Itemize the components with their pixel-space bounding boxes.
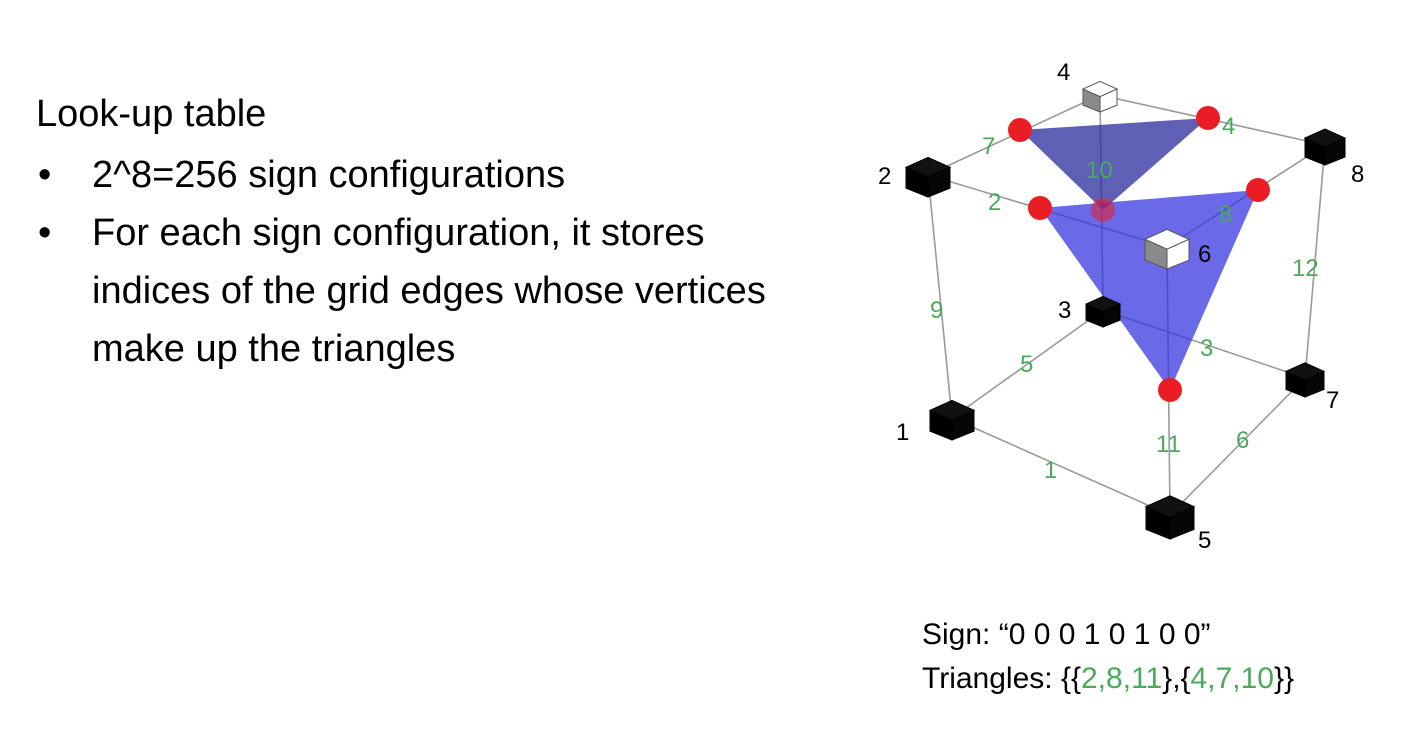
edge-label-1: 1 bbox=[1044, 457, 1057, 484]
corner-cube-6 bbox=[1143, 228, 1191, 270]
edge-label-11: 11 bbox=[1156, 431, 1181, 458]
bullet-text: 2^8=256 sign configurations bbox=[92, 154, 566, 196]
corner-cube-8 bbox=[1303, 128, 1347, 166]
corner-cube-face bbox=[927, 166, 951, 198]
edge-label-5: 5 bbox=[1020, 351, 1033, 378]
triangle-2-edges: 4,7,10 bbox=[1190, 662, 1274, 695]
triangles-caption-suffix: }} bbox=[1273, 662, 1295, 695]
bullet-item: • 2^8=256 sign configurations bbox=[36, 146, 796, 204]
edge-label-7: 7 bbox=[982, 133, 995, 160]
corner-label-4: 4 bbox=[1057, 59, 1070, 86]
corner-cubes bbox=[904, 80, 1347, 540]
corner-label-2: 2 bbox=[878, 163, 891, 190]
edge-label-9: 9 bbox=[930, 297, 943, 324]
corner-cube-7 bbox=[1284, 362, 1326, 398]
triangle-4-7-10 bbox=[1020, 118, 1208, 210]
corner-cube-3 bbox=[1084, 295, 1122, 328]
cube-edge-6 bbox=[1169, 377, 1306, 516]
corner-label-8: 8 bbox=[1351, 161, 1364, 188]
bullet-dot-icon: • bbox=[38, 212, 52, 254]
slide-heading: Look-up table bbox=[36, 93, 267, 135]
edge-label-10: 10 bbox=[1086, 157, 1113, 184]
corner-label-6: 6 bbox=[1198, 241, 1211, 268]
edge-labels: 1 2 3 4 5 6 7 8 9 10 11 12 bbox=[930, 113, 1319, 484]
cube-edge-5 bbox=[951, 309, 1104, 419]
triangles-caption: Triangles: {{2,8,11},{4,7,10}} bbox=[922, 661, 1294, 697]
corner-cube-face bbox=[1166, 238, 1190, 270]
edge-label-8: 8 bbox=[1219, 201, 1232, 228]
triangles-caption-prefix: Triangles: {{ bbox=[922, 662, 1081, 695]
sign-caption-prefix: Sign: bbox=[922, 618, 999, 651]
bullet-text: For each sign configuration, it stores i… bbox=[92, 212, 766, 370]
edge-label-12: 12 bbox=[1292, 255, 1319, 282]
text-block: Look-up table • 2^8=256 sign configuratio… bbox=[36, 88, 796, 378]
intersection-point-edge-4 bbox=[1196, 106, 1220, 130]
intersection-point-edge-8 bbox=[1246, 178, 1270, 202]
corner-label-1: 1 bbox=[896, 419, 909, 446]
sign-caption-value: “0 0 0 1 0 1 0 0” bbox=[998, 618, 1211, 651]
triangles-caption-separator: },{ bbox=[1162, 662, 1191, 695]
intersection-point-edge-11 bbox=[1158, 378, 1182, 402]
corner-cube-face bbox=[1099, 88, 1118, 113]
corner-cube-1 bbox=[928, 399, 976, 441]
bullet-dot-icon: • bbox=[38, 154, 52, 196]
corner-cube-2 bbox=[904, 156, 952, 198]
bullet-item: • For each sign configuration, it stores … bbox=[36, 204, 796, 378]
corner-cube-face bbox=[1324, 137, 1346, 166]
triangle-1-edges: 2,8,11 bbox=[1080, 662, 1163, 695]
cube-edge-1 bbox=[951, 417, 1171, 516]
edge-label-2: 2 bbox=[988, 189, 1001, 216]
sign-caption: Sign: “0 0 0 1 0 1 0 0” bbox=[922, 617, 1211, 653]
triangle-2-8-11 bbox=[1040, 190, 1258, 390]
corner-cube-face bbox=[1304, 370, 1325, 398]
bullet-list: • 2^8=256 sign configurations • For each s… bbox=[36, 146, 796, 378]
corner-labels: 1 2 3 4 5 6 7 8 bbox=[878, 59, 1364, 554]
corner-label-3: 3 bbox=[1058, 297, 1071, 324]
intersection-points bbox=[1008, 106, 1270, 402]
edge-label-6: 6 bbox=[1236, 427, 1249, 454]
corner-label-5: 5 bbox=[1198, 527, 1211, 554]
intersection-point-edge-2 bbox=[1028, 196, 1052, 220]
corner-cube-face bbox=[1102, 303, 1121, 328]
corner-label-7: 7 bbox=[1326, 387, 1339, 414]
corner-cube-face bbox=[1169, 505, 1195, 540]
corner-cube-face bbox=[951, 409, 975, 441]
corner-cube-5 bbox=[1144, 495, 1196, 540]
intersection-point-edge-7 bbox=[1008, 118, 1032, 142]
cube-edge-12 bbox=[1304, 144, 1326, 379]
marching-cube-diagram: 1 2 3 4 5 6 7 8 1 2 3 4 5 6 7 8 9 10 11 … bbox=[878, 59, 1364, 554]
cube-edge-9 bbox=[927, 174, 953, 419]
corner-cube-4 bbox=[1081, 80, 1119, 113]
intersection-point-edge-10 bbox=[1091, 198, 1115, 222]
edge-label-4: 4 bbox=[1222, 113, 1235, 140]
edge-label-3: 3 bbox=[1200, 335, 1213, 362]
